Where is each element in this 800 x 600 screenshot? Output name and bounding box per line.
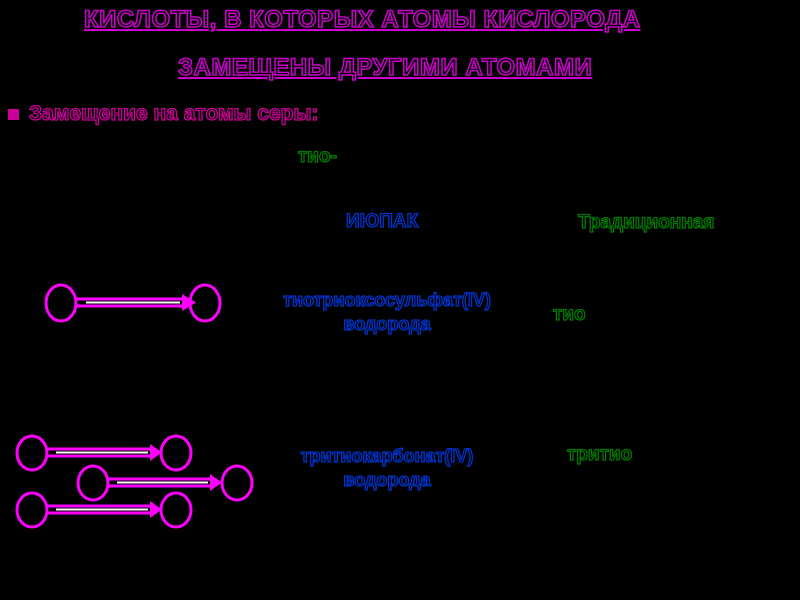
structure-2-row1-right-ring (159, 434, 193, 472)
structure-2-row3-arrow-head (150, 501, 162, 518)
title-line-2: ЗАМЕЩЕНЫ ДРУГИМИ АТОМАМИ (177, 53, 593, 82)
bullet-square-icon (8, 108, 19, 120)
structure-2-row2-right-ring (220, 464, 254, 502)
prefix-label: тио- (297, 145, 337, 167)
structure-2-row3-left-ring (15, 491, 49, 529)
row2-iupac-line2: водорода (343, 469, 432, 490)
header-iupac: ИЮПАК (345, 210, 419, 232)
row2-iupac-name: тритиокарбонат(IV) водорода (278, 444, 496, 492)
structure-2-row2-arrow-head (210, 474, 222, 491)
structure-2-row3-right-ring (159, 491, 193, 529)
row2-traditional-name: тритио (566, 443, 633, 465)
bullet-text: Замещение на атомы серы: (28, 101, 319, 125)
structure-1-left-ring (44, 283, 78, 323)
row2-iupac-line1: тритиокарбонат(IV) (300, 445, 474, 466)
bullet-item: Замещение на атомы серы: (8, 101, 319, 126)
header-traditional: Традиционная (577, 211, 715, 233)
structure-2-row1-arrow-head (150, 444, 162, 461)
row1-iupac-line2: водорода (343, 313, 432, 334)
structure-2-row1-left-ring (15, 434, 49, 472)
title-line-1: КИСЛОТЫ, В КОТОРЫХ АТОМЫ КИСЛОРОДА (83, 5, 641, 34)
row1-iupac-name: тиотриоксосульфат(IV) водорода (258, 288, 516, 336)
structure-1-arrow-head (182, 294, 196, 311)
row1-iupac-line1: тиотриоксосульфат(IV) (282, 289, 491, 310)
row1-traditional-name: тио (552, 303, 586, 325)
structure-2-row2-left-ring (76, 464, 110, 502)
